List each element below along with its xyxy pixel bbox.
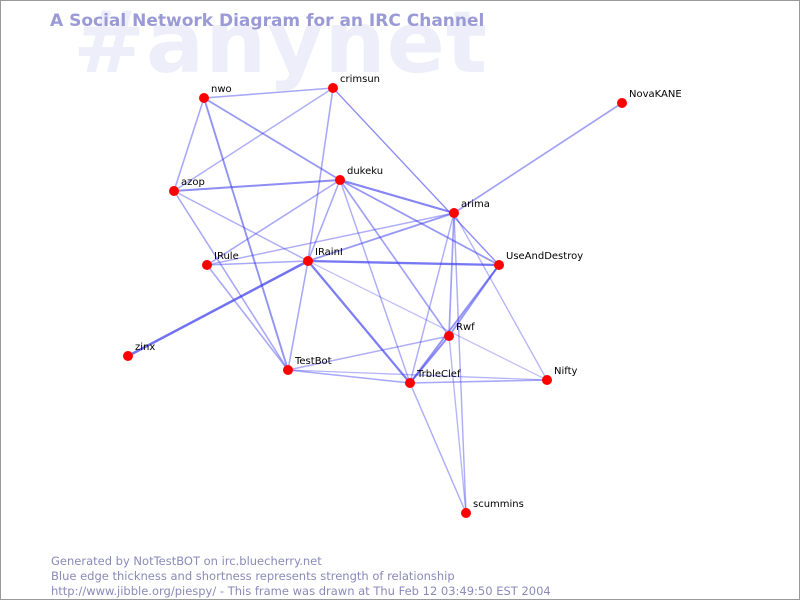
node-label-scummins: scummins [473,499,524,510]
node-dot-zinx [123,351,133,361]
edge-azop-IRainI [173,190,309,262]
node-dot-Rwf [444,331,454,341]
node-dot-IRule [202,260,212,270]
node-label-Nifty: Nifty [554,366,578,377]
node-TrbleClef: TrbleClef [405,369,461,388]
edge-nwo-dukeku [203,97,341,181]
node-IRainI: IRainI [303,247,343,266]
node-label-TrbleClef: TrbleClef [416,369,461,380]
edge-IRainI-zinx [127,259,309,358]
edge-Rwf-TestBot [287,335,450,371]
node-label-NovaKANE: NovaKANE [629,89,682,100]
node-NovaKANE: NovaKANE [617,89,682,108]
edge-crimsun-IRainI [307,87,334,262]
node-label-zinx: zinx [135,342,155,353]
node-TestBot: TestBot [283,356,332,375]
edge-IRule-IRainI [206,260,309,266]
node-label-IRainI: IRainI [315,247,343,258]
edge-TestBot-Nifty [287,369,548,381]
node-label-Rwf: Rwf [456,322,475,333]
node-label-dukeku: dukeku [347,166,383,177]
node-dot-UseAndDestroy [494,260,504,270]
node-dot-Nifty [542,375,552,385]
footer-generated-by: Generated by NotTestBOT on irc.bluecherr… [51,554,322,568]
node-dot-nwo [199,93,209,103]
edge-UseAndDestroy-TrbleClef [409,264,500,384]
edge-IRainI-Nifty [307,260,548,381]
node-arima: arima [449,199,490,218]
node-dot-scummins [461,508,471,518]
edge-IRainI-TestBot [287,260,309,371]
node-nwo: nwo [199,84,232,103]
node-crimsun: crimsun [328,74,380,93]
edge-Rwf-TrbleClef [409,335,450,384]
edge-dukeku-Rwf [339,179,450,337]
edge-arima-scummins [453,212,467,514]
node-label-azop: azop [181,177,205,188]
edge-TrbleClef-Nifty [409,379,548,384]
node-dot-TestBot [283,365,293,375]
edge-NovaKANE-arima [453,102,623,214]
edge-arima-Nifty [453,212,548,381]
edge-IRainI-UseAndDestroy [307,259,500,267]
node-dukeku: dukeku [335,166,383,185]
edge-nwo-azop [173,97,205,192]
node-dot-NovaKANE [617,98,627,108]
node-dot-crimsun [328,83,338,93]
edge-dukeku-TrbleClef [339,179,411,384]
footer: Generated by NotTestBOT on irc.bluecherr… [51,554,551,599]
node-dot-IRainI [303,256,313,266]
node-IRule: IRule [202,251,239,270]
node-label-arima: arima [461,199,490,210]
node-dot-dukeku [335,175,345,185]
edge-UseAndDestroy-crimsun [332,87,500,266]
node-label-nwo: nwo [211,84,232,95]
node-Rwf: Rwf [444,322,475,341]
node-label-UseAndDestroy: UseAndDestroy [506,251,583,262]
channel-watermark: #anynet [73,0,489,93]
edge-dukeku-IRainI [307,179,341,262]
edge-IRule-TestBot [206,264,289,371]
node-zinx: zinx [123,342,155,361]
diagram-title: A Social Network Diagram for an IRC Chan… [50,11,485,31]
node-UseAndDestroy: UseAndDestroy [494,251,583,270]
edge-arima-Rwf [448,212,455,337]
node-dot-azop [169,186,179,196]
edge-dukeku-UseAndDestroy [339,179,500,266]
edge-arima-IRule [206,212,455,266]
edge-dukeku-arima [339,178,455,215]
edge-nwo-TestBot [203,97,289,371]
edge-crimsun-UseAndDestroy [332,87,500,266]
footer-legend: Blue edge thickness and shortness repres… [51,569,455,583]
edge-nwo-crimsun [203,87,334,99]
node-label-crimsun: crimsun [340,74,380,85]
edge-dukeku-IRule [206,179,341,266]
edge-azop-TestBot [173,190,289,371]
edges-layer [127,87,623,514]
node-label-IRule: IRule [214,251,239,262]
edge-TrbleClef-scummins [409,382,467,514]
edge-arima-IRainI [307,212,455,262]
node-label-TestBot: TestBot [294,356,332,367]
node-scummins: scummins [461,499,524,518]
edge-azop-dukeku [173,178,341,193]
edge-crimsun-azop [173,87,334,192]
node-Nifty: Nifty [542,366,578,385]
node-dot-TrbleClef [405,378,415,388]
edge-IRainI-TrbleClef [307,260,411,384]
edge-Rwf-scummins [448,335,467,514]
node-dot-arima [449,208,459,218]
node-azop: azop [169,177,205,196]
footer-link-timestamp: http://www.jibble.org/piespy/ - This fra… [51,584,551,598]
edge-arima-TrbleClef [409,212,455,384]
edge-TestBot-TrbleClef [287,369,411,384]
